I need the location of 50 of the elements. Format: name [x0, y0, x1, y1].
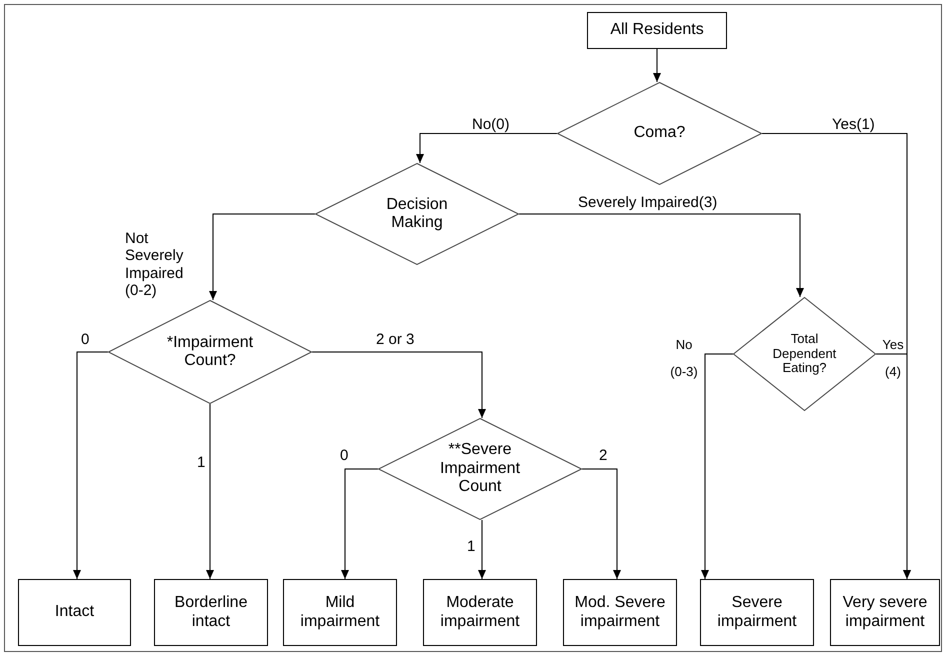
outcome-box — [563, 579, 677, 646]
arrow — [876, 354, 911, 580]
arrow — [73, 352, 108, 580]
edge-label: No (0-3) — [669, 336, 699, 382]
edge-label: 2 or 3 — [376, 331, 414, 348]
edge-label: No(0) — [472, 116, 510, 134]
outcome-box — [154, 579, 268, 646]
outcome-box — [830, 579, 940, 646]
box-text: Borderline intact — [174, 594, 248, 631]
decision-diamond — [378, 418, 582, 520]
box-text: Severe impairment — [716, 594, 798, 631]
box-text: Intact — [54, 603, 94, 622]
box-text: Mod. Severe impairment — [574, 594, 666, 631]
decision-diamond — [108, 300, 312, 404]
start-box — [587, 12, 727, 49]
edge-label: 0 — [81, 331, 90, 348]
decision-diamond — [557, 82, 762, 185]
decision-diamond — [315, 163, 519, 265]
outcome-box — [700, 579, 814, 646]
edge-label: Yes(1) — [832, 116, 875, 134]
arrow — [312, 352, 486, 418]
decision-diamond — [733, 297, 876, 411]
box-text: Mild impairment — [299, 594, 381, 631]
edge-label: 0 — [340, 447, 348, 464]
decision-text: Decision Making — [385, 196, 449, 232]
box-text: Moderate impairment — [439, 594, 521, 631]
arrow — [416, 133, 558, 164]
edge-label: Severely Impaired(3) — [578, 194, 718, 212]
decision-text: **Severe Impairment Count — [438, 441, 522, 497]
edge-label: 2 — [599, 447, 608, 464]
outcome-box — [423, 579, 537, 646]
arrow — [206, 404, 214, 580]
arrow — [701, 354, 734, 580]
outcome-box — [283, 579, 397, 646]
box-text: Very severe impairment — [842, 594, 928, 631]
edge-label: 1 — [467, 538, 476, 556]
arrow — [518, 214, 804, 298]
arrow — [209, 214, 316, 300]
arrow — [582, 468, 621, 580]
edge-label: 1 — [197, 454, 206, 472]
decision-text: Total Dependent Eating? — [772, 332, 838, 376]
decision-text: Coma? — [634, 124, 686, 143]
edge-label: Not Severely Impaired (0-2) — [125, 230, 184, 299]
edge-label: Yes (4) — [881, 336, 905, 382]
decision-text: *Impairment Count? — [166, 334, 254, 370]
outcome-box — [18, 579, 131, 646]
arrow — [478, 520, 486, 580]
arrow — [341, 468, 378, 580]
box-text: All Residents — [610, 21, 704, 40]
arrow — [653, 48, 661, 82]
